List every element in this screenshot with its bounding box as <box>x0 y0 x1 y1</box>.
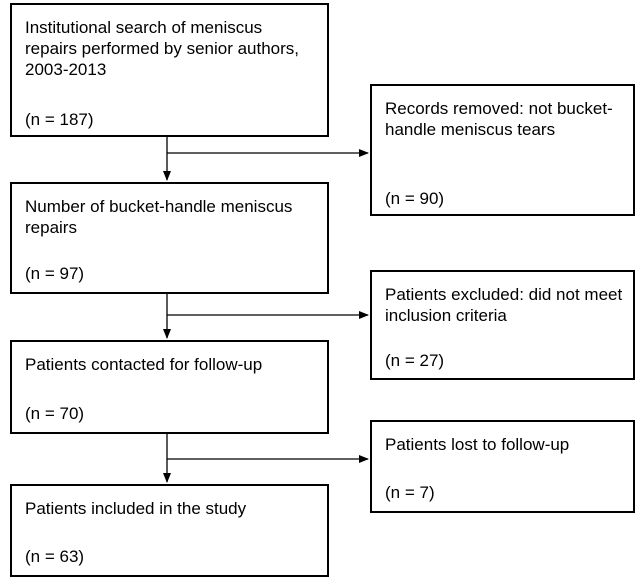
patients-excluded-count: (n = 27) <box>385 351 445 370</box>
search-box-count: (n = 187) <box>25 110 94 129</box>
search-box: Institutional search of meniscus repairs… <box>10 3 329 137</box>
patients-contacted-box: Patients contacted for follow-up (n = 70… <box>10 340 329 434</box>
patients-contacted-count: (n = 70) <box>25 404 85 423</box>
patients-lost-count: (n = 7) <box>385 483 435 502</box>
patients-excluded-box: Patients excluded: did not meet inclusio… <box>370 270 635 380</box>
patients-included-count: (n = 63) <box>25 547 85 566</box>
bucket-handle-repairs-count: (n = 97) <box>25 264 85 283</box>
records-removed-count: (n = 90) <box>385 189 445 208</box>
bucket-handle-repairs-text: Number of bucket-handle meniscus repairs <box>25 197 293 237</box>
patients-excluded-text: Patients excluded: did not meet inclusio… <box>385 285 623 325</box>
search-box-text: Institutional search of meniscus repairs… <box>25 18 300 79</box>
patients-lost-text: Patients lost to follow-up <box>385 435 570 454</box>
records-removed-text: Records removed: not bucket-handle menis… <box>385 99 613 139</box>
patients-included-box: Patients included in the study (n = 63) <box>10 484 329 577</box>
records-removed-box: Records removed: not bucket-handle menis… <box>370 84 635 216</box>
patients-contacted-text: Patients contacted for follow-up <box>25 355 263 374</box>
patients-included-text: Patients included in the study <box>25 499 247 518</box>
patients-lost-box: Patients lost to follow-up (n = 7) <box>370 420 635 513</box>
bucket-handle-repairs-box: Number of bucket-handle meniscus repairs… <box>10 182 329 294</box>
